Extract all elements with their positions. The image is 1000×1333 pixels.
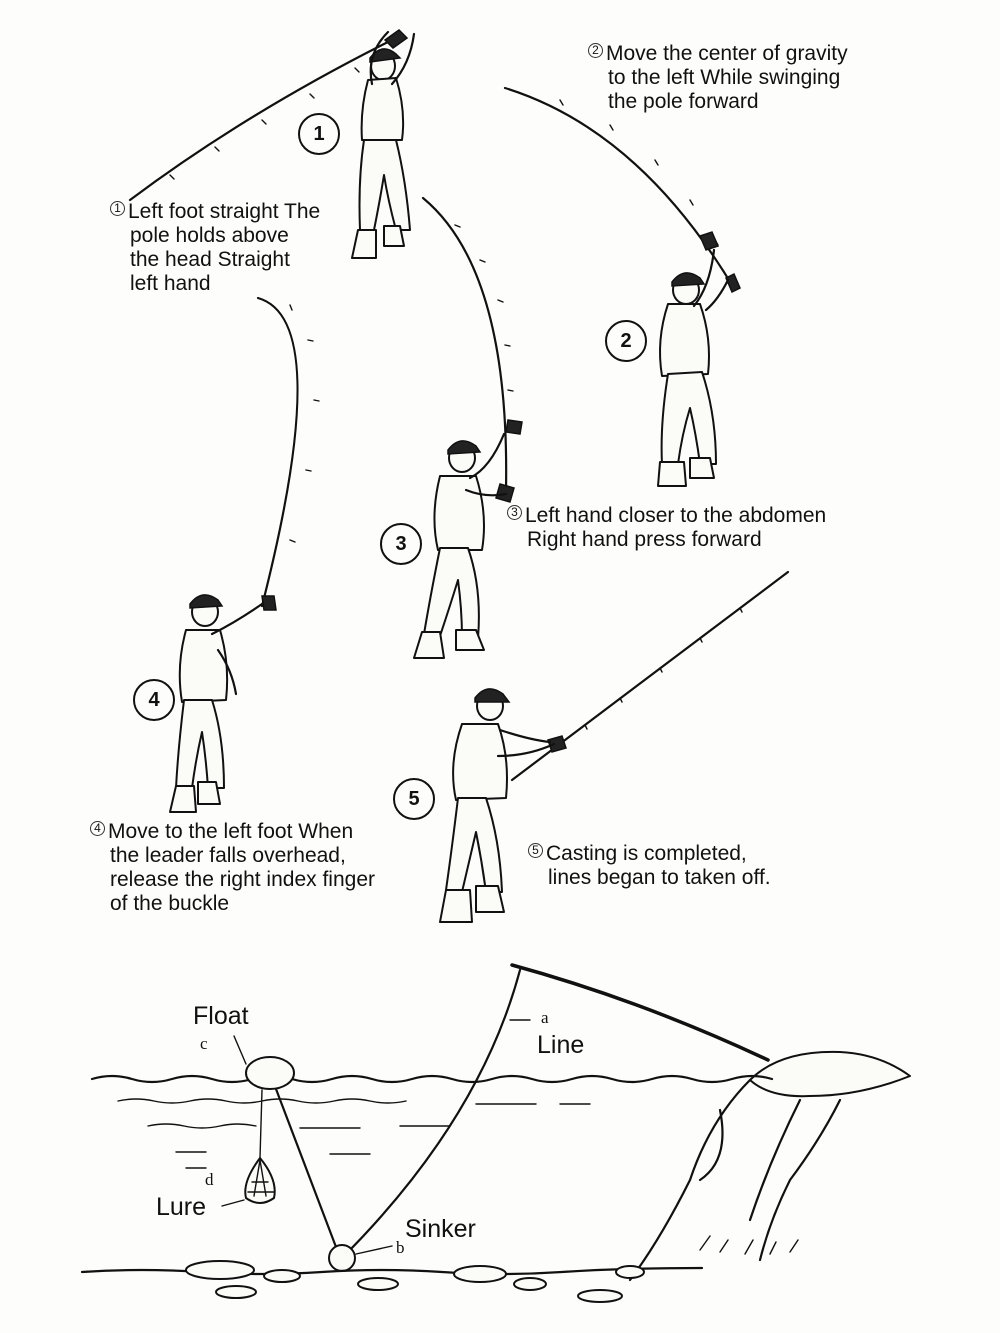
legs-5	[445, 797, 503, 893]
legs-3	[423, 547, 480, 639]
step-number-3: 3	[380, 523, 422, 565]
river-bed	[80, 1266, 704, 1276]
pole-2	[503, 86, 737, 292]
step-3-line-1: Left hand closer to the abdomen	[525, 504, 827, 527]
lure-label: Lure	[156, 1193, 207, 1221]
lure-leader	[221, 1199, 245, 1207]
legs-4	[175, 699, 225, 789]
water-surface	[90, 1074, 774, 1084]
float	[245, 1056, 295, 1090]
step-2-line-3: the pole forward	[608, 90, 759, 113]
step-4-line-1: Move to the left foot When	[108, 820, 354, 843]
step-1-line-2: pole holds above	[130, 224, 289, 247]
figure-1	[128, 29, 416, 259]
step-4-line-3: release the right index finger	[110, 868, 375, 891]
step-1-marker: 1	[110, 201, 125, 216]
lure-letter: d	[205, 1170, 214, 1189]
torso-1	[360, 77, 405, 141]
legs-2	[660, 371, 717, 465]
torso-2	[659, 303, 710, 377]
step-1-line-4: left hand	[130, 272, 211, 295]
step-number-4: 4	[133, 679, 175, 721]
rod-tip	[510, 963, 770, 1062]
legs-1	[358, 139, 411, 231]
lure	[244, 1157, 276, 1204]
step-3-line-2: Right hand press forward	[527, 528, 762, 551]
bank-top	[749, 1050, 911, 1098]
pole-4	[256, 296, 299, 608]
step-3-marker: 3	[507, 505, 522, 520]
rig-diagram	[80, 963, 911, 1303]
pole-1	[128, 33, 404, 202]
step-4-line-2: the leader falls overhead,	[110, 844, 346, 867]
step-1-line-3: the head Straight	[130, 248, 290, 271]
figure-4	[169, 296, 320, 813]
step-number-1: 1	[298, 113, 340, 155]
step-5-marker: 5	[528, 843, 543, 858]
main-line	[340, 968, 522, 1260]
step-4-marker: 4	[90, 821, 105, 836]
sinker	[328, 1244, 356, 1272]
figure-5	[439, 570, 790, 923]
line-letter: a	[541, 1008, 549, 1027]
step-1-line-1: Left foot straight The	[128, 200, 321, 223]
torso-5	[452, 723, 508, 801]
float-label: Float	[193, 1002, 249, 1030]
figure-3	[413, 196, 523, 659]
lure-line	[259, 1089, 263, 1159]
torso-3	[433, 475, 485, 551]
step-2-line-1: Move the center of gravity	[606, 42, 848, 65]
step-number-2: 2	[605, 320, 647, 362]
step-5-line-2: lines began to taken off.	[548, 866, 771, 889]
line-label: Line	[537, 1031, 585, 1059]
step-number-5: 5	[393, 778, 435, 820]
step-2-marker: 2	[588, 43, 603, 58]
float-leader	[233, 1035, 247, 1065]
step-5-line-1: Casting is completed,	[546, 842, 747, 865]
figure-2	[503, 86, 741, 487]
step-4-line-4: of the buckle	[110, 892, 230, 915]
sinker-letter: b	[396, 1238, 405, 1257]
pole-3	[421, 196, 508, 492]
float-letter: c	[200, 1034, 208, 1053]
step-2-line-2: to the left While swinging	[608, 66, 841, 89]
sinker-label: Sinker	[405, 1215, 476, 1243]
torso-4	[178, 629, 229, 703]
sinker-leader	[355, 1245, 393, 1255]
float-sinker-line	[274, 1087, 338, 1249]
